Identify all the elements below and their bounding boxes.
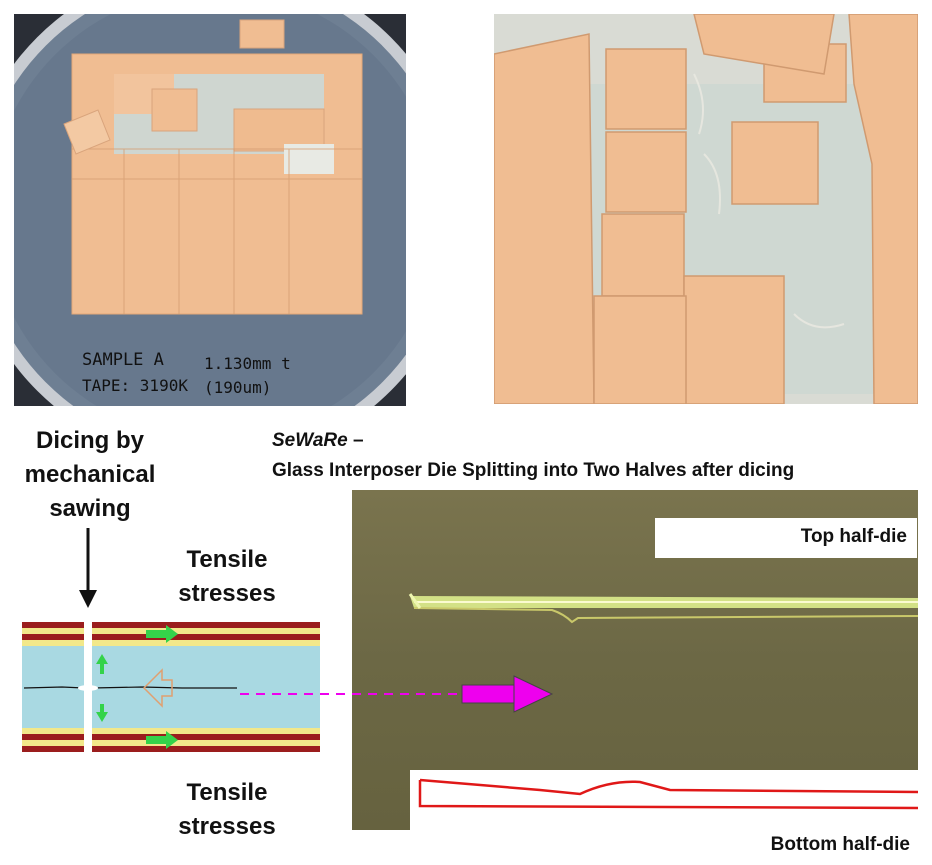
- dicing-label: Dicing by mechanical sawing: [20, 424, 160, 526]
- dicing-down-arrow: [79, 528, 97, 608]
- tensile-stresses-bottom: Tensile stresses: [162, 776, 292, 844]
- tensile-bottom-line-2: stresses: [178, 813, 276, 840]
- magenta-connector: [240, 675, 554, 713]
- figure-title: SeWaRe – Glass Interposer Die Splitting …: [272, 426, 794, 486]
- wafer-photo-right: [494, 14, 918, 404]
- tensile-stresses-top: Tensile stresses: [162, 543, 292, 611]
- figure-title-dash: –: [347, 430, 364, 451]
- dicing-label-line-1: Dicing by: [35, 427, 144, 454]
- bottom-half-die-profile: [418, 778, 918, 810]
- handwriting-sample: SAMPLE A: [82, 350, 164, 370]
- tensile-top-line-1: Tensile: [186, 546, 268, 573]
- bottom-half-die-box: Bottom half-die: [410, 770, 918, 865]
- figure-title-line-1: SeWaRe –: [272, 426, 794, 456]
- crack-line: [23, 686, 237, 689]
- handwriting-thickness: 1.130mm t: [204, 354, 291, 373]
- tensile-bottom-line-1: Tensile: [186, 779, 268, 806]
- top-half-die-label-box: Top half-die: [655, 518, 917, 558]
- wafer-photo-right-drawing: [494, 14, 918, 404]
- green-tensile-arrow-top: [146, 625, 178, 643]
- wafer-photo-left: SAMPLE A 1.130mm t TAPE: 3190K (190um): [14, 14, 406, 406]
- handwriting-tape: TAPE: 3190K: [82, 376, 188, 395]
- tensile-top-line-2: stresses: [178, 580, 276, 607]
- green-tensile-arrow-bottom: [146, 731, 178, 749]
- crack-propagation-arrow: [142, 668, 173, 708]
- green-vertical-arrows: [96, 654, 108, 722]
- figure-title-italic: SeWaRe: [272, 430, 348, 451]
- figure-title-line-2: Glass Interposer Die Splitting into Two …: [272, 460, 795, 481]
- magenta-arrow-head: [513, 675, 554, 713]
- dicing-label-line-3: sawing: [49, 495, 131, 522]
- handwriting-um: (190um): [204, 378, 272, 397]
- top-half-die-label: Top half-die: [800, 526, 907, 547]
- magenta-arrow-shaft: [461, 684, 515, 704]
- bottom-half-die-label: Bottom half-die: [770, 834, 910, 855]
- wafer-photo-left-drawing: [14, 14, 406, 406]
- interposer-cross-section: [22, 622, 320, 752]
- dicing-label-line-2: mechanical: [24, 461, 156, 488]
